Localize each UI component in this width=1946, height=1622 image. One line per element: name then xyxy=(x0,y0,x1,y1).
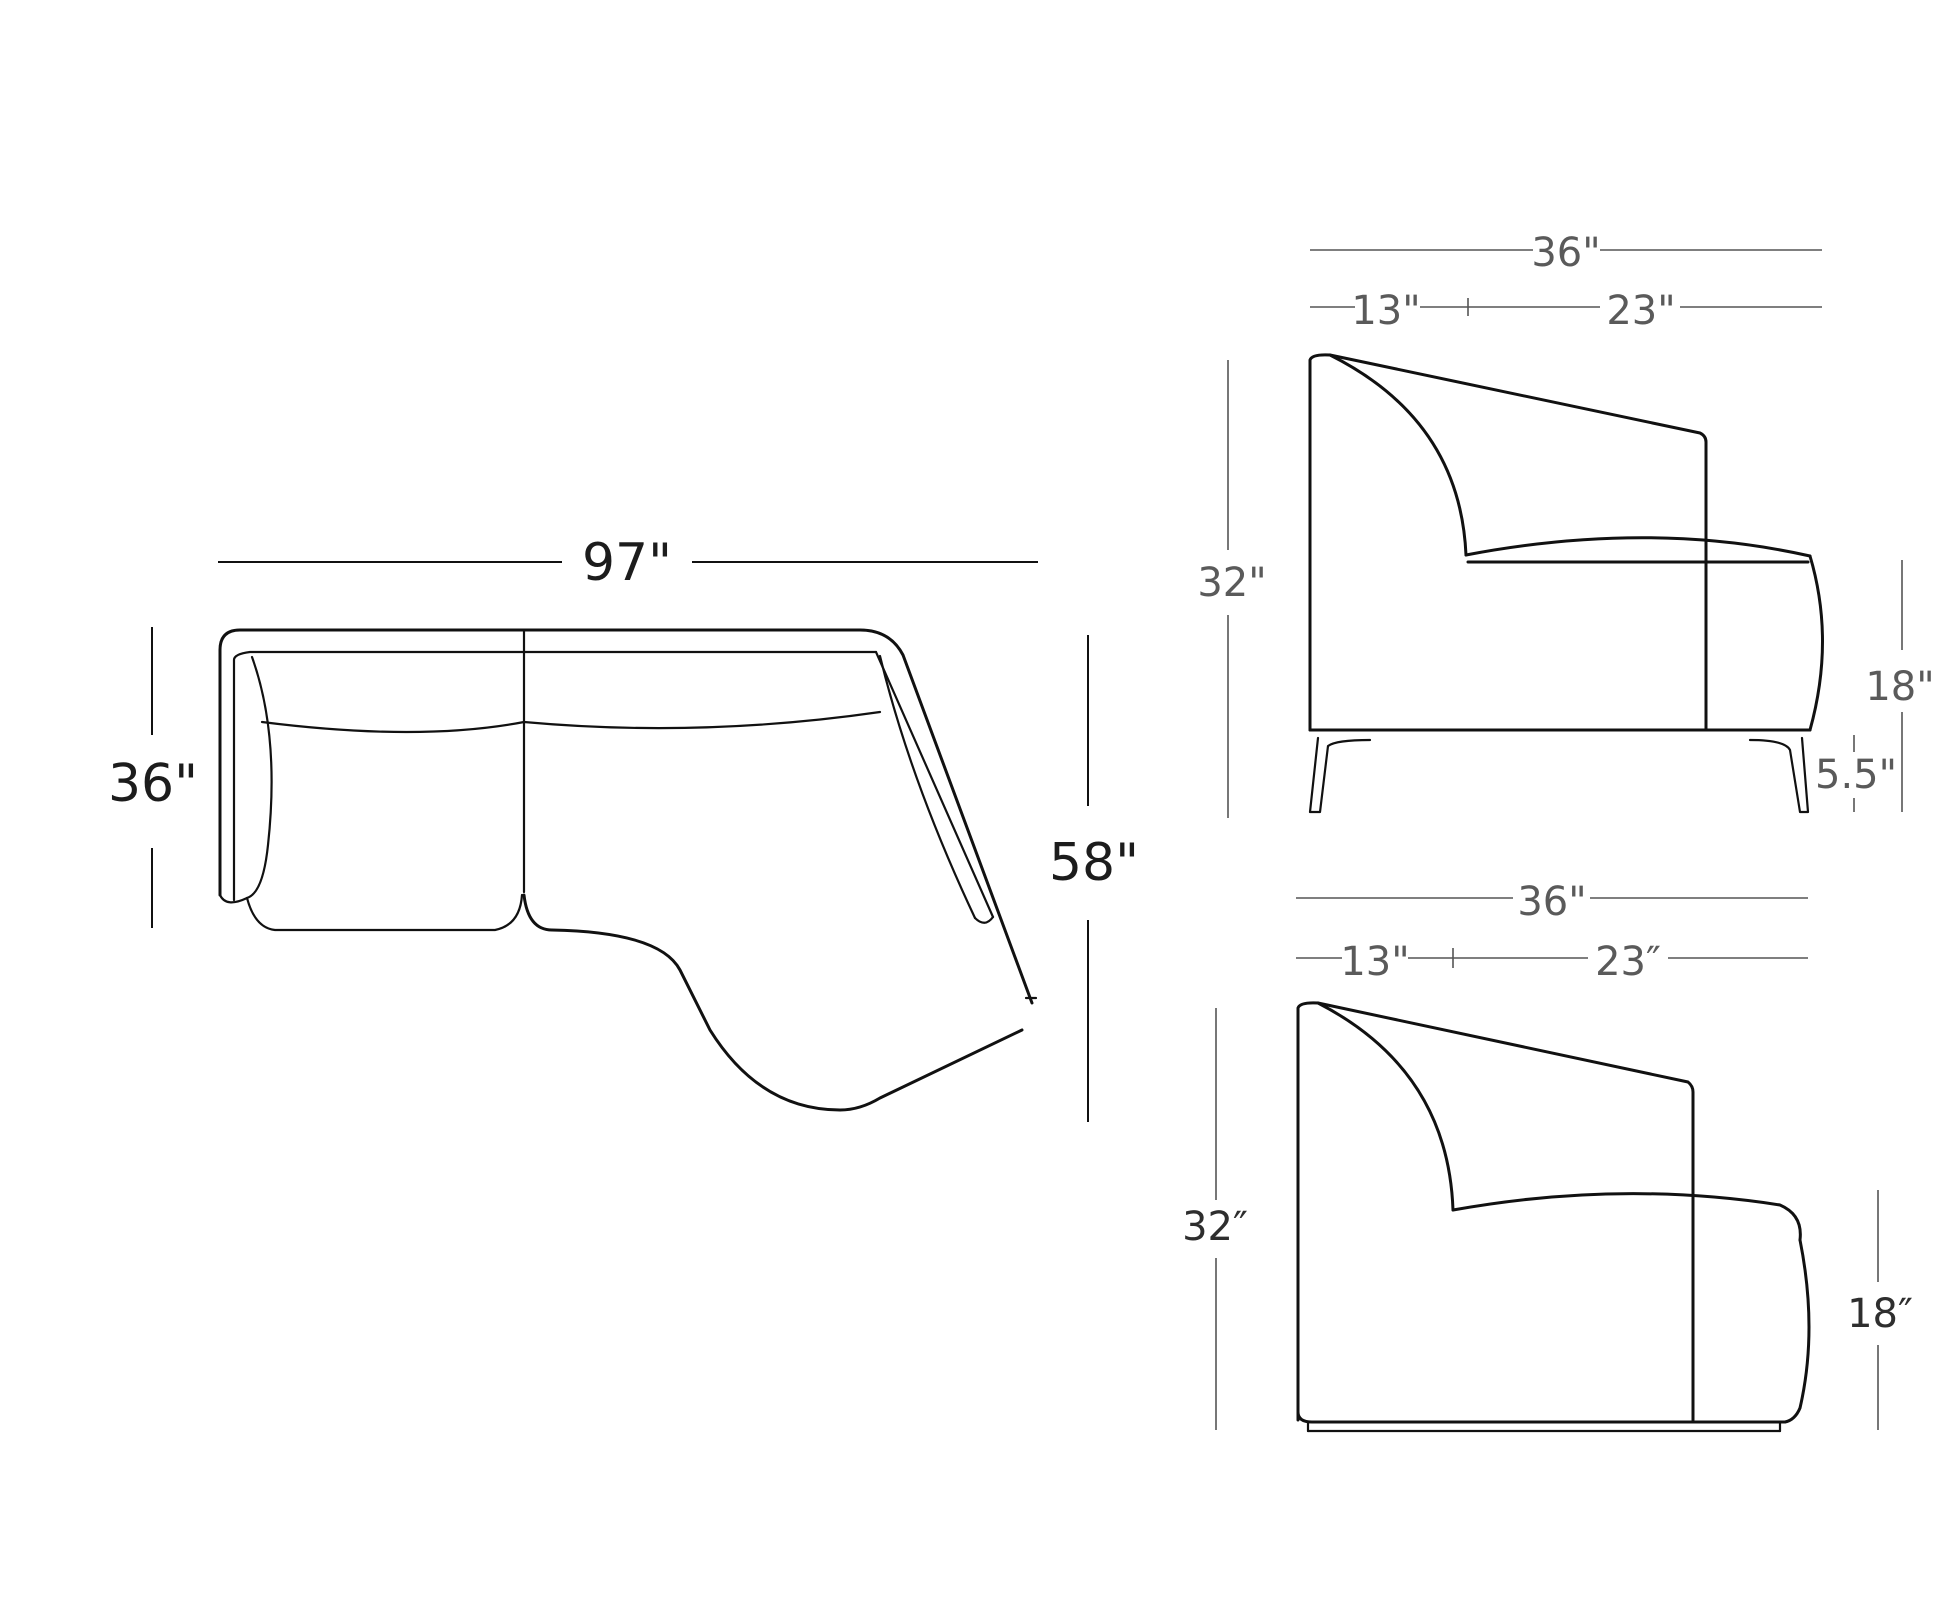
side-view-base-dimension-lines xyxy=(1215,897,1879,1430)
base-chair-body xyxy=(1296,1001,1695,1422)
base-chair-seat-top xyxy=(1451,1192,1802,1242)
base-seat-height-label: 18″ xyxy=(1847,1291,1913,1337)
base-chair-bottom xyxy=(1296,1410,1787,1424)
base-total-depth-label: 36" xyxy=(1517,879,1587,925)
base-seat-depth-label: 23″ xyxy=(1595,939,1661,985)
base-chair-arm-curve xyxy=(1316,1001,1455,1212)
top-depth-label: 36" xyxy=(107,754,199,814)
legs-chair-seat-front xyxy=(1808,554,1824,732)
chaise-arm-outer xyxy=(874,650,995,919)
leg-front xyxy=(1748,736,1810,814)
base-arm-depth-label: 13" xyxy=(1340,939,1410,985)
top-chaise-depth-label: 58" xyxy=(1048,833,1140,893)
legs-total-depth-label: 36" xyxy=(1531,230,1601,276)
legs-chair-arm-curve xyxy=(1328,353,1468,557)
legs-seat-depth-label: 23" xyxy=(1606,288,1676,334)
legs-arm-depth-label: 13" xyxy=(1351,288,1421,334)
base-height-label: 32″ xyxy=(1182,1204,1248,1250)
legs-leg-height-label: 5.5" xyxy=(1814,752,1898,798)
side-view-legs-dimension-lines xyxy=(1227,249,1903,818)
back-cushion-edge xyxy=(260,710,882,734)
top-view-dimension-lines xyxy=(151,561,1089,1122)
legs-height-label: 32" xyxy=(1197,560,1267,606)
sectional-outer-outline xyxy=(218,628,1034,1005)
legs-chair-seat-top xyxy=(1464,536,1812,558)
top-view-sofa-outline xyxy=(218,628,1038,1112)
leg-back xyxy=(1308,736,1372,814)
side-view-legs-chair xyxy=(1308,353,1824,814)
legs-seat-height-label: 18" xyxy=(1865,664,1935,710)
left-arm-bottom xyxy=(218,893,249,904)
sectional-inner-outline xyxy=(232,650,878,902)
left-arm-cushion xyxy=(245,655,273,900)
chaise-arm-inner xyxy=(878,654,977,920)
chaise-arm-end xyxy=(973,915,995,924)
chaise-front-curve xyxy=(522,893,1024,1112)
left-seat-front xyxy=(245,893,524,932)
legs-chair-body xyxy=(1308,353,1708,732)
base-chair-seat-front xyxy=(1783,1238,1811,1424)
top-width-label: 97" xyxy=(581,533,673,593)
side-view-base-chair xyxy=(1296,1001,1811,1433)
